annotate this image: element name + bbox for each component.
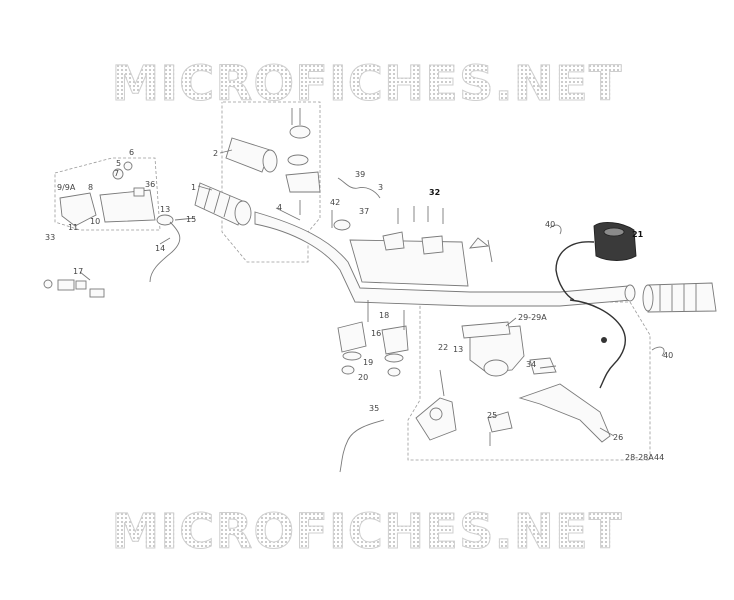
callout-8: 8: [88, 183, 93, 192]
clutch-assembly-box: [54, 157, 161, 231]
callout-39: 39: [355, 170, 365, 179]
callout-labels: 1 2 3 4 5 6 7 8 9/9A 10 11 13 13 14 15 1…: [45, 148, 673, 462]
callout-26: 26: [613, 433, 623, 442]
callout-36: 36: [145, 180, 155, 189]
callout-22: 22: [438, 343, 448, 352]
callout-33: 33: [45, 233, 55, 242]
small-fittings: [331, 177, 493, 263]
callout-11: 11: [68, 223, 78, 232]
right-grip: [642, 282, 717, 313]
callout-14: 14: [155, 244, 165, 253]
throttle-tube: [225, 108, 321, 215]
callout-34: 34: [526, 360, 536, 369]
callout-20: 20: [358, 373, 368, 382]
brake-master-cylinder: [415, 321, 611, 446]
watermark-top: MICROFICHES.NET: [0, 56, 734, 113]
throttle-group-box: [221, 101, 321, 263]
watermark-bottom: MICROFICHES.NET: [0, 504, 734, 561]
clip-40: [549, 224, 665, 357]
callout-29-29a: 29-29A: [518, 313, 547, 322]
callout-40a: 40: [545, 220, 555, 229]
callout-21: 21: [632, 230, 644, 239]
leader-lines: [79, 149, 615, 437]
callout-9-9a: 9/9A: [57, 183, 76, 192]
callout-2: 2: [213, 149, 218, 158]
handlebar: [254, 211, 636, 307]
callout-37: 37: [359, 207, 369, 216]
bar-clamps: [337, 300, 409, 377]
callout-15: 15: [186, 215, 196, 224]
callout-1: 1: [191, 183, 196, 192]
callout-5: 5: [116, 159, 121, 168]
callout-25: 25: [487, 411, 497, 420]
callout-44: 44: [654, 453, 664, 462]
brake-cable: [339, 419, 385, 473]
callout-35: 35: [369, 404, 379, 413]
callout-32: 32: [429, 188, 440, 197]
clutch-cable: [149, 221, 181, 283]
callout-13b: 13: [453, 345, 463, 354]
callout-40b: 40: [663, 351, 673, 360]
callout-18: 18: [379, 311, 389, 320]
callout-7: 7: [114, 169, 119, 178]
callout-3: 3: [378, 183, 383, 192]
clamp-bolts: [382, 206, 444, 255]
callout-13a: 13: [160, 205, 170, 214]
cable-adjuster: [43, 279, 105, 298]
callout-17: 17: [73, 267, 83, 276]
callout-4: 4: [277, 203, 282, 212]
callout-16: 16: [371, 329, 381, 338]
callout-42: 42: [330, 198, 340, 207]
callout-10: 10: [90, 217, 100, 226]
callout-28-28a: 28-28A: [625, 453, 654, 462]
callout-6: 6: [129, 148, 134, 157]
clutch-perch: [59, 161, 174, 227]
left-grip: [194, 182, 252, 226]
start-switch: [555, 222, 637, 389]
callout-19: 19: [363, 358, 373, 367]
